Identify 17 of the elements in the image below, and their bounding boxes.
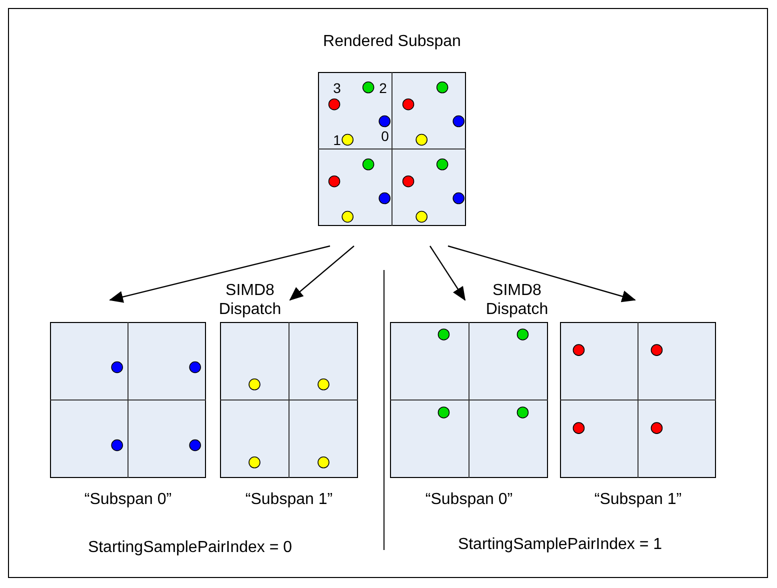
grid-caption: “Subspan 0” [83,490,173,509]
sample-index: 3 [332,80,342,96]
grid-caption: Rendered Subspan [322,32,462,51]
dispatch-label: SIMD8 Dispatch [218,281,282,319]
sample-index: 1 [332,132,342,148]
arrow [448,245,636,302]
arrow [109,245,330,303]
grid-caption: “Subspan 1” [244,490,334,509]
sample-index: 2 [378,80,388,96]
grid-caption: “Subspan 1” [593,490,683,509]
grid-caption: “Subspan 0” [424,490,514,509]
arrow [430,246,466,301]
sample-index: 0 [380,128,390,144]
arrow [289,246,354,301]
index-label: StartingSamplePairIndex = 1 [456,535,664,554]
dispatch-label: SIMD8 Dispatch [484,281,550,319]
index-label: StartingSamplePairIndex = 0 [86,538,294,557]
